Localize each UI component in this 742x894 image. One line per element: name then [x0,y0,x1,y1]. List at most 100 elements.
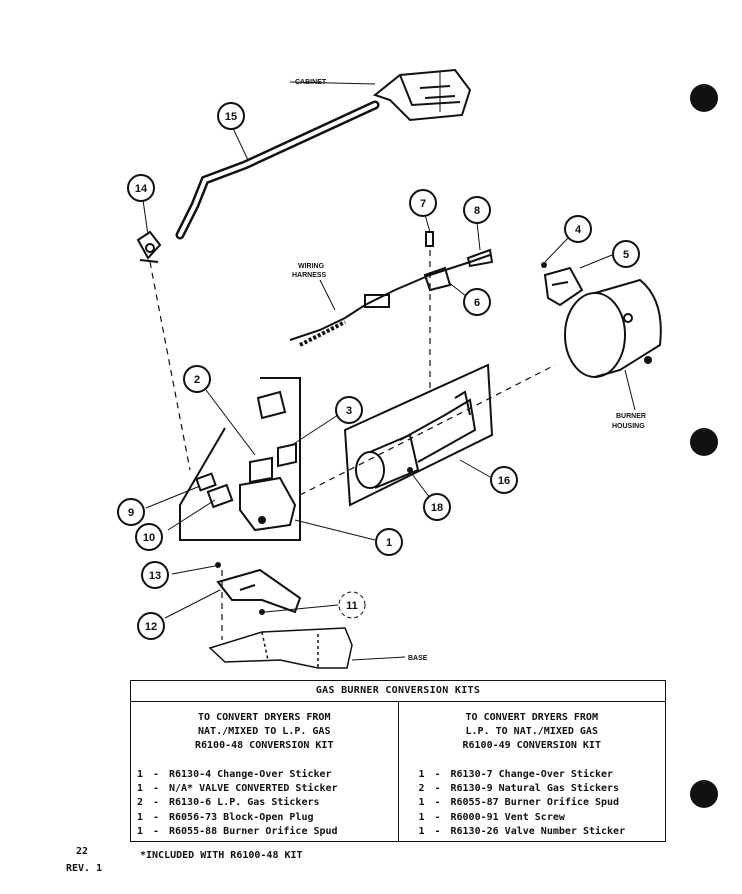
svg-text:18: 18 [431,502,443,514]
callout-16: 16 [490,466,518,494]
cabinet-bracket [372,68,472,122]
list-item: 1-R6130-26 Valve Number Sticker [419,825,662,839]
callout-3: 3 [335,396,363,424]
bracket-5 [543,266,584,307]
wiring-label-1: WIRING [298,263,325,270]
item-desc: R6000-91 Vent Screw [450,811,565,823]
item-qty: 2 [137,797,144,809]
item-desc: R6055-87 Burner Orifice Spud [450,797,620,809]
callout-10: 10 [135,523,163,551]
gas-valve [239,390,297,532]
item-qty: 1 [137,783,144,795]
mounting-bracket [216,568,302,614]
callout-8: 8 [463,196,491,224]
callout-11: 11 [338,591,366,619]
list-item: 1-R6055-87 Burner Orifice Spud [419,796,662,810]
callout-15: 15 [217,102,245,130]
list-item: 2-R6130-9 Natural Gas Stickers [419,782,662,796]
orifice-9 [195,472,217,492]
fitting-10 [206,483,234,509]
base-label: BASE [408,655,428,662]
svg-text:10: 10 [143,532,155,544]
kit-items-right: 1-R6130-7 Change-Over Sticker 2-R6130-9 … [419,768,662,839]
conversion-kits-table: GAS BURNER CONVERSION KITS TO CONVERT DR… [130,680,666,842]
item-qty: 1 [137,811,144,823]
item-desc: R6130-7 Change-Over Sticker [450,769,614,780]
page-number: 22 [76,846,89,857]
svg-text:3: 3 [346,405,352,417]
binder-hole-bottom [690,780,718,808]
svg-text:2: 2 [194,374,200,386]
kit-header-line: TO CONVERT DRYERS FROM [198,712,331,723]
burner-housing [564,278,662,378]
burner-label-2: HOUSING [612,423,645,430]
svg-text:8: 8 [474,205,480,217]
kit-header-line: R6100-48 CONVERSION KIT [195,740,334,751]
kit-header-line: TO CONVERT DRYERS FROM [465,712,598,723]
callout-14: 14 [127,174,155,202]
list-item: 1-R6055-88 Burner Orifice Spud [137,825,394,839]
callout-13: 13 [141,561,169,589]
kit-header-line: R6100-49 CONVERSION KIT [462,740,601,751]
item-desc: R6130-26 Valve Number Sticker [450,825,626,837]
list-item: 1-R6056-73 Block-Open Plug [137,811,394,825]
kit-header-left: TO CONVERT DRYERS FROM NAT./MIXED TO L.P… [131,711,398,753]
item-desc: R6130-4 Change-Over Sticker [169,769,332,780]
svg-text:16: 16 [498,475,510,487]
kit-header-line: L.P. TO NAT./MIXED GAS [465,726,598,737]
callout-6: 6 [463,288,491,316]
footnote: *INCLUDED WITH R6100-48 KIT [140,850,303,861]
svg-text:5: 5 [623,249,629,261]
item-desc: N/A* VALVE CONVERTED Sticker [169,783,338,795]
kit-header-line: NAT./MIXED TO L.P. GAS [198,726,331,737]
kit-header-right: TO CONVERT DRYERS FROM L.P. TO NAT./MIXE… [399,711,666,753]
screw-7 [425,231,434,247]
burner-label-1: BURNER [616,413,646,420]
svg-text:13: 13 [149,570,161,582]
table-title: GAS BURNER CONVERSION KITS [131,681,665,702]
svg-text:7: 7 [420,198,426,210]
item-qty: 1 [418,811,425,823]
gas-pipe [175,100,380,240]
pipe-fitting [136,230,162,263]
part-8 [466,248,494,268]
item-qty: 1 [418,825,425,837]
binder-hole-middle [690,428,718,456]
callout-1: 1 [375,528,403,556]
list-item: 1-R6130-7 Change-Over Sticker [419,768,662,782]
item-desc: R6130-9 Natural Gas Stickers [450,783,620,795]
callout-2: 2 [183,365,211,393]
revision-label: REV. 1 [66,863,103,874]
kit-column-left: TO CONVERT DRYERS FROM NAT./MIXED TO L.P… [131,701,399,841]
cabinet-label: CABINET [295,79,327,86]
list-item: 2-R6130-6 L.P. Gas Stickers [137,796,394,810]
burner-assembly-box [343,363,494,507]
callout-12: 12 [137,612,165,640]
svg-text:9: 9 [128,507,134,519]
item-qty: 2 [418,783,425,795]
kit-column-right: TO CONVERT DRYERS FROM L.P. TO NAT./MIXE… [399,701,666,841]
callout-9: 9 [117,498,145,526]
svg-text:6: 6 [474,297,480,309]
base [208,627,353,669]
callout-18: 18 [423,493,451,521]
svg-text:4: 4 [575,224,582,236]
item-qty: 1 [137,769,144,780]
part-6 [423,266,452,292]
svg-text:14: 14 [135,183,148,195]
item-desc: R6056-73 Block-Open Plug [169,811,314,823]
item-qty: 1 [418,797,425,809]
svg-text:12: 12 [145,621,157,633]
item-qty: 1 [418,769,425,780]
list-item: 1-R6000-91 Vent Screw [419,811,662,825]
item-desc: R6130-6 L.P. Gas Stickers [169,797,320,809]
svg-text:11: 11 [346,600,358,612]
parts-diagram: CABINET WIRING HARNESS [117,68,662,669]
svg-text:1: 1 [386,537,392,549]
binder-hole-top [690,84,718,112]
callout-4: 4 [564,215,592,243]
callout-5: 5 [612,240,640,268]
wiring-label-2: HARNESS [292,272,327,279]
gas-valve-box [179,377,301,541]
item-desc: R6055-88 Burner Orifice Spud [169,825,338,837]
